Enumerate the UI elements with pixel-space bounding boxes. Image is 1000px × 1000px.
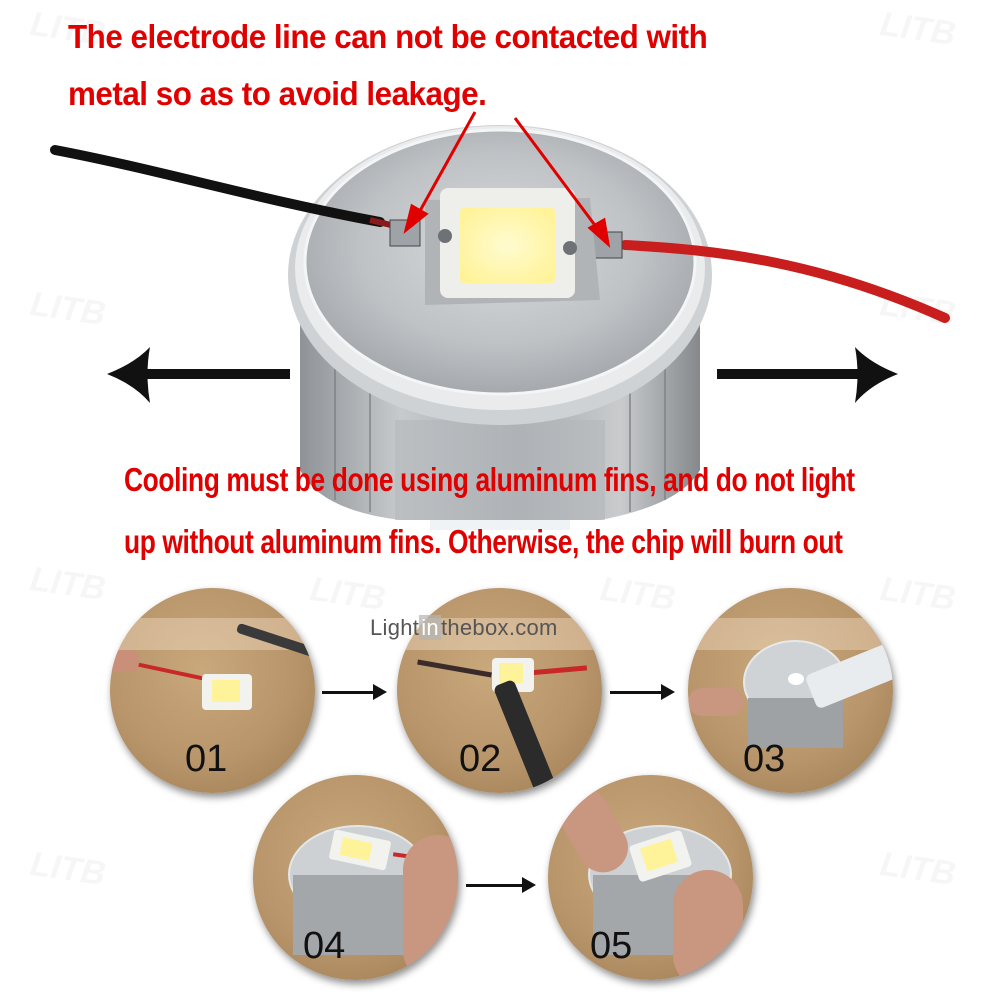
step-arrow-icon bbox=[466, 877, 536, 893]
step-05-photo: 05 bbox=[548, 775, 753, 980]
step-arrow-icon bbox=[322, 684, 387, 700]
watermark: LITB bbox=[28, 845, 108, 894]
watermark: LITB bbox=[308, 570, 388, 619]
headline-top-line2: metal so as to avoid leakage. bbox=[68, 75, 487, 112]
headline-bottom-line2: up without aluminum fins. Otherwise, the… bbox=[124, 523, 843, 560]
step-number: 02 bbox=[459, 738, 502, 780]
step-01-photo: 01 bbox=[110, 588, 315, 793]
step-04-photo: 04 bbox=[253, 775, 458, 980]
headline-top-line1: The electrode line can not be contacted … bbox=[68, 18, 708, 55]
step-number: 05 bbox=[590, 925, 633, 967]
led-emitter bbox=[212, 680, 240, 702]
finger-shape bbox=[110, 650, 140, 672]
watermark: LITB bbox=[598, 570, 678, 619]
brand-mid: in bbox=[419, 615, 441, 640]
brand-suffix: .com bbox=[508, 615, 558, 640]
heatsink-fins bbox=[293, 875, 418, 955]
red-wire bbox=[526, 665, 588, 676]
brand-logo: Lightinthebox.com bbox=[370, 615, 558, 641]
thermal-paste bbox=[788, 673, 804, 685]
brand-post: thebox bbox=[440, 615, 509, 640]
step-number: 04 bbox=[303, 925, 346, 967]
step-arrow-icon bbox=[610, 684, 675, 700]
soldering-iron bbox=[492, 678, 559, 793]
brand-pre: Light bbox=[370, 615, 420, 640]
red-wire bbox=[138, 662, 208, 682]
step-number: 01 bbox=[185, 738, 228, 780]
arrow-left-icon bbox=[107, 347, 290, 403]
watermark: LITB bbox=[28, 560, 108, 609]
finger-shape bbox=[403, 835, 458, 980]
arrow-right-icon bbox=[717, 347, 898, 403]
headline-bottom-line1: Cooling must be done using aluminum fins… bbox=[124, 461, 855, 498]
led-emitter bbox=[499, 663, 523, 683]
watermark: LITB bbox=[878, 845, 958, 894]
finger-shape bbox=[688, 688, 743, 716]
heatsink-fins bbox=[748, 698, 843, 748]
step-number: 03 bbox=[743, 738, 786, 780]
hero-led-heatsink-illustration bbox=[50, 111, 950, 530]
finger-shape bbox=[673, 870, 743, 980]
black-wire bbox=[417, 659, 492, 678]
watermark: LITB bbox=[878, 570, 958, 619]
step-03-photo: 03 bbox=[688, 588, 893, 793]
